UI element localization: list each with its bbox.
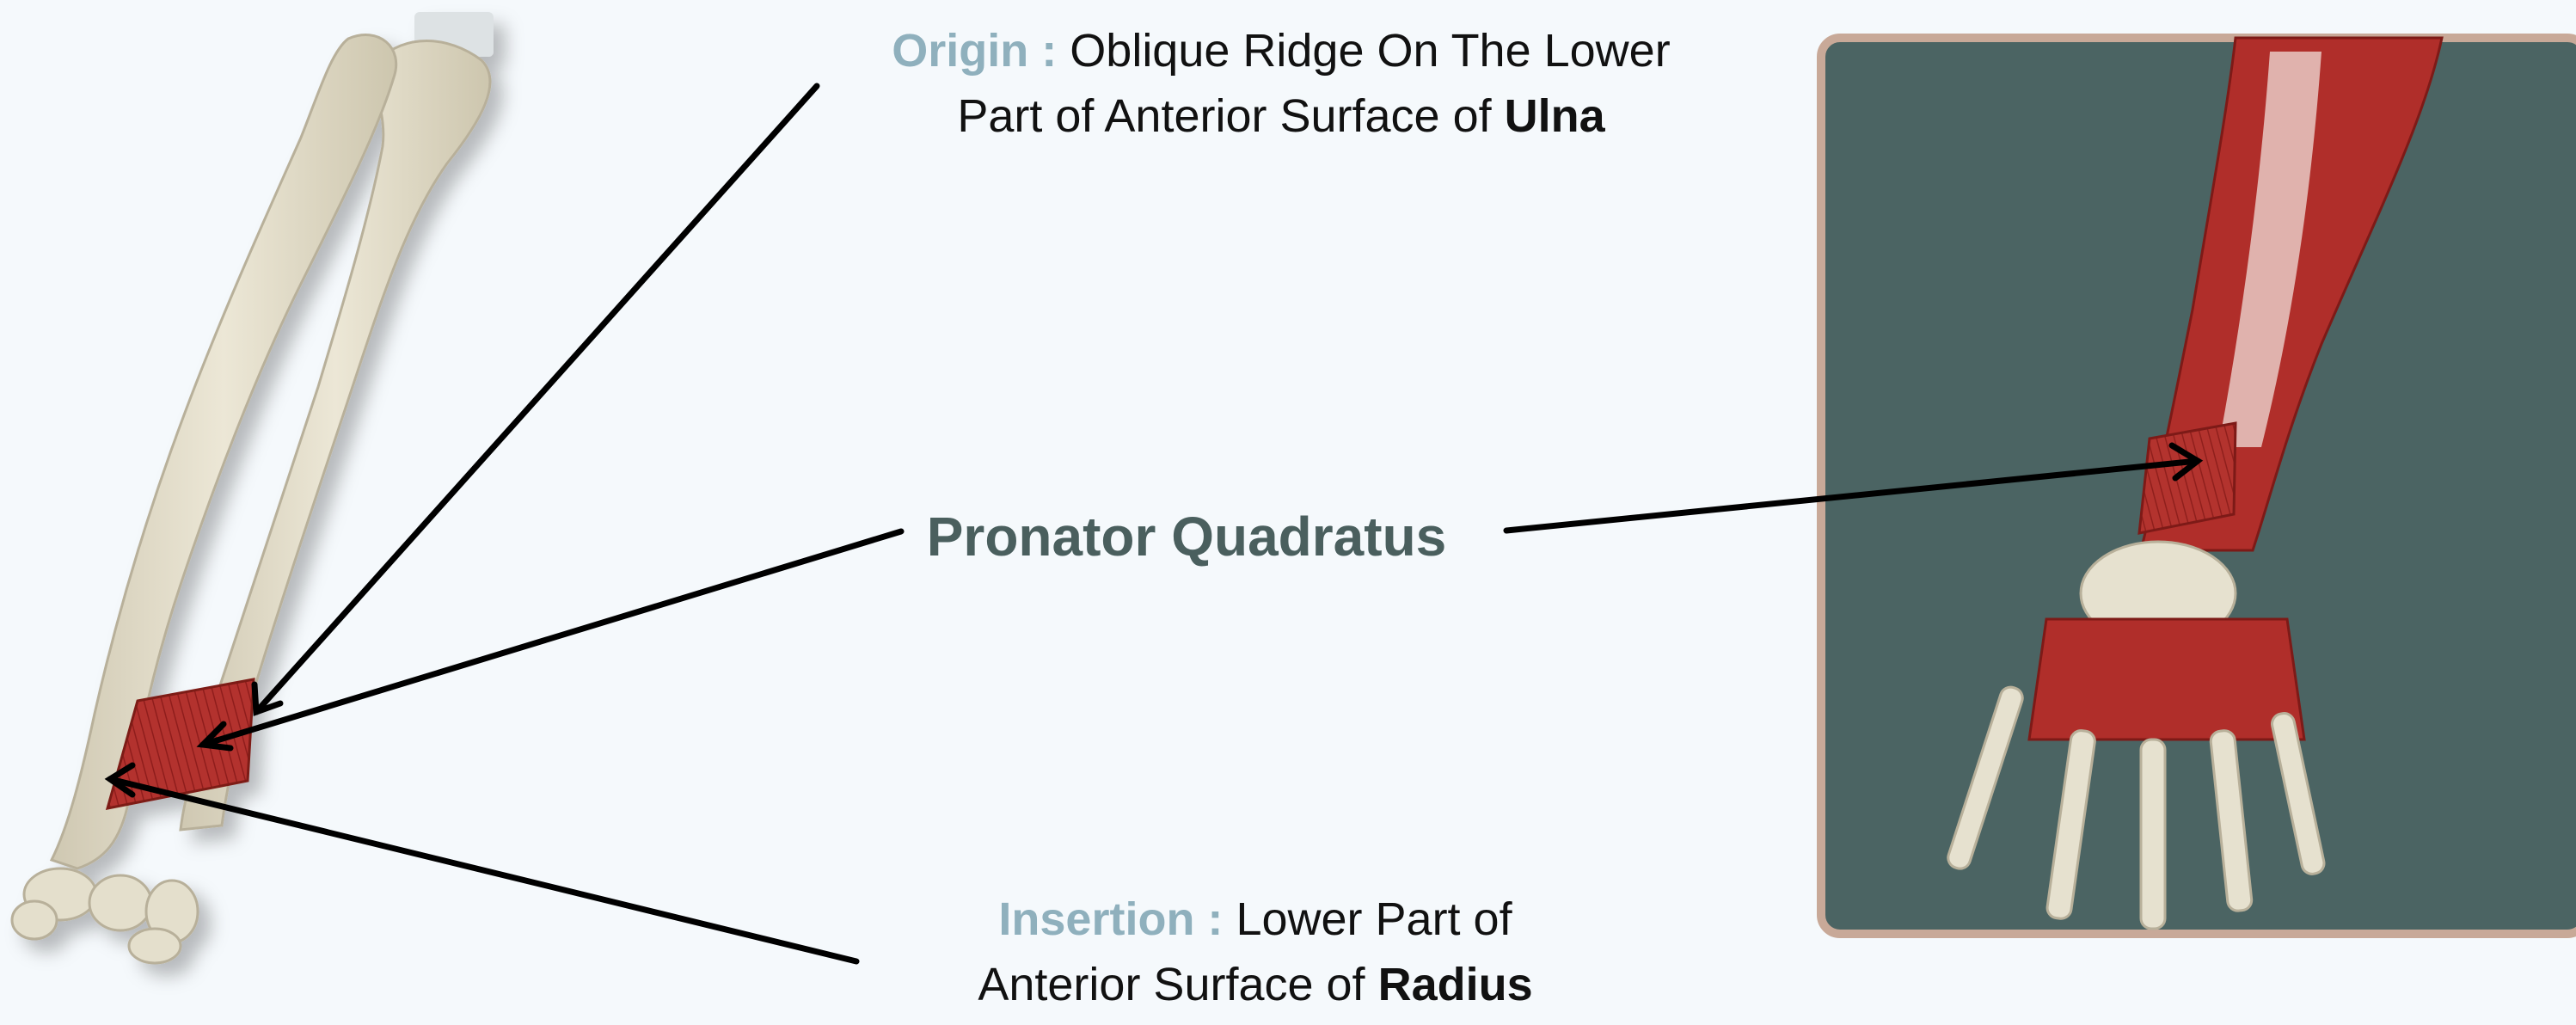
origin-label: Origin : Oblique Ridge On The Lower Part… bbox=[757, 19, 1806, 149]
pronator-quadratus-panel-muscle bbox=[2137, 421, 2237, 535]
muscle-title: Pronator Quadratus bbox=[926, 506, 1447, 568]
finger-bone bbox=[2045, 729, 2096, 920]
insertion-arrowhead bbox=[104, 762, 136, 798]
carpal-bone bbox=[88, 874, 153, 932]
carpal-bone bbox=[10, 899, 58, 941]
forearm-muscle-panel bbox=[1817, 34, 2576, 938]
title-arrow-right bbox=[1503, 457, 2201, 534]
insertion-key: Insertion : bbox=[998, 893, 1224, 945]
radius-bone bbox=[49, 34, 398, 870]
pointer-arrows bbox=[104, 83, 2204, 965]
insertion-label: Insertion : Lower Part of Anterior Surfa… bbox=[757, 887, 1754, 1017]
finger-bone bbox=[1947, 685, 2024, 870]
title-arrow-right-head bbox=[2168, 442, 2204, 482]
origin-arrow bbox=[253, 83, 820, 715]
finger-bone bbox=[2209, 729, 2254, 912]
title-arrow-left bbox=[199, 528, 905, 748]
origin-arrowhead bbox=[251, 681, 284, 716]
origin-text-line1: Oblique Ridge On The Lower bbox=[1070, 25, 1671, 77]
insertion-arrow bbox=[107, 776, 860, 965]
origin-bone-name: Ulna bbox=[1504, 89, 1605, 142]
origin-line-2: Part of Anterior Surface of Ulna bbox=[757, 84, 1806, 150]
hand-muscles bbox=[2027, 617, 2306, 741]
title-arrow-left-head bbox=[196, 721, 234, 752]
carpal-bone bbox=[127, 927, 182, 965]
insertion-text-line1: Lower Part of bbox=[1236, 893, 1512, 945]
insertion-line-1: Insertion : Lower Part of bbox=[757, 887, 1754, 953]
insertion-bone-name: Radius bbox=[1377, 958, 1533, 1010]
insertion-line-2: Anterior Surface of Radius bbox=[757, 953, 1754, 1018]
finger-bone bbox=[2271, 712, 2326, 875]
origin-line-1: Origin : Oblique Ridge On The Lower bbox=[757, 19, 1806, 84]
forearm-tendons bbox=[2218, 52, 2321, 447]
finger-bone bbox=[2139, 738, 2167, 930]
forearm-bones-illustration bbox=[10, 12, 494, 965]
origin-text-line2: Part of Anterior Surface of bbox=[957, 89, 1492, 142]
origin-key: Origin : bbox=[892, 25, 1058, 77]
insertion-text-line2: Anterior Surface of bbox=[978, 958, 1365, 1010]
